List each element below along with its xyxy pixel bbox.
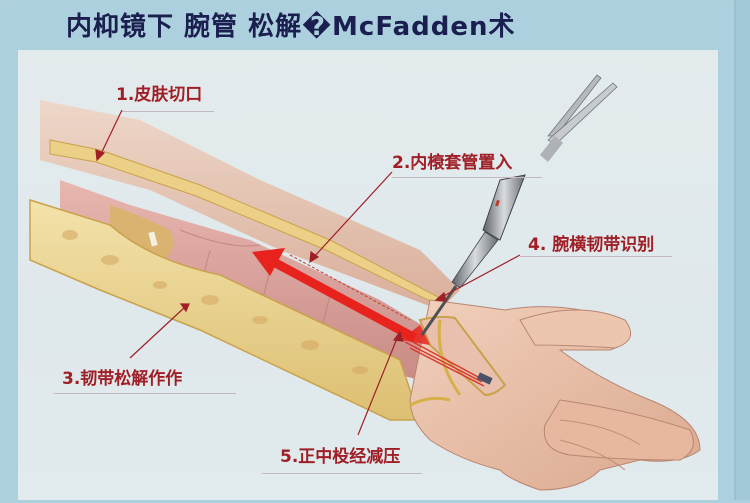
scope-tip — [476, 372, 493, 385]
thumb — [519, 309, 632, 349]
fingers — [543, 399, 694, 461]
radius-bone — [29, 198, 422, 421]
endoscope-instrument — [420, 74, 618, 336]
label-endoscope-sheath-insertion: 2.内榱套管置入 — [392, 153, 513, 173]
release-direction-arrow — [252, 248, 285, 276]
label-underline — [54, 393, 236, 394]
label-transverse-carpal-ligament-identification: 4. 腕横韧带识别 — [528, 235, 655, 255]
page-title: 内枊镜下 腕管 松解�McFadden术 — [66, 12, 516, 42]
label-underline — [392, 177, 542, 178]
label-skin-incision: 1.皮肤切口 — [116, 85, 203, 105]
frame-right-edge — [734, 0, 750, 500]
label-underline — [122, 111, 214, 112]
label-underline — [262, 473, 422, 474]
label-underline — [520, 256, 672, 257]
label-ligament-release: 3.韧带松解作作 — [62, 369, 183, 389]
label-median-nerve-decompression: 5.正中杸经减压 — [280, 447, 401, 467]
